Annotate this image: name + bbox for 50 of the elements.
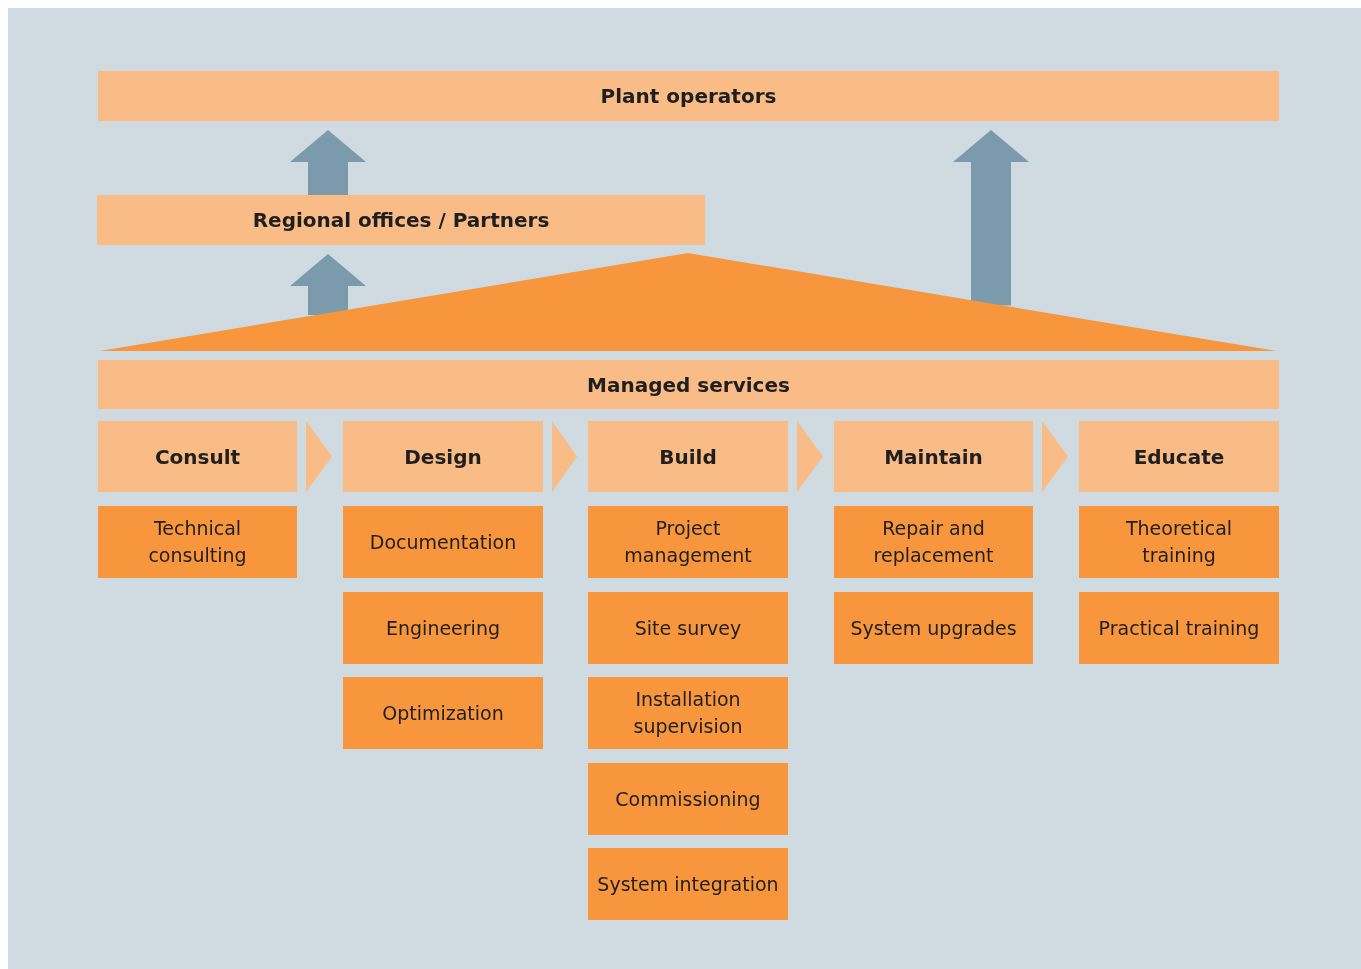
box-label: Regional offices / Partners [252,207,550,234]
box-label: Project management [623,516,753,568]
service-box [834,592,1033,664]
chevron-arrow [552,421,577,492]
box-label: Plant operators [600,83,777,110]
chevron-arrow [797,421,823,492]
box-label: Optimization [382,700,504,726]
box-label: Design [404,443,482,471]
box-label: System upgrades [850,615,1017,641]
box-label: Consult [154,443,241,471]
box-label: Commissioning [615,786,761,812]
box-label: Repair and replacement [872,516,995,568]
box-label: Educate [1133,443,1225,471]
box-label: Theoretical training [1124,516,1234,568]
box-label: Documentation [369,529,517,555]
service-box [588,506,788,578]
header-band [98,71,1279,121]
service-box [834,506,1033,578]
header-band [834,421,1033,492]
box-label: Engineering [386,615,500,641]
service-box [343,506,543,578]
chevron-arrow [306,421,332,492]
service-box [588,848,788,920]
block-arrow [290,254,366,315]
service-box [588,763,788,835]
service-box [1079,592,1279,664]
box-label: Build [659,443,717,471]
chevron-arrow [1042,421,1068,492]
block-arrow [953,130,1029,306]
header-band [98,421,297,492]
service-box [98,506,297,578]
header-band [588,421,788,492]
header-band [97,195,705,245]
service-box [1079,506,1279,578]
box-label: Maintain [884,443,983,471]
header-band [98,360,1279,409]
box-label: System integration [597,871,779,897]
box-label: Installation supervision [632,687,744,739]
service-box [588,677,788,749]
header-band [343,421,543,492]
box-label: Technical consulting [147,516,248,568]
service-box [343,677,543,749]
triangle-shape [100,253,1276,351]
header-band [1079,421,1279,492]
service-box [588,592,788,664]
service-box [343,592,543,664]
box-label: Site survey [634,615,742,641]
block-arrow [290,130,366,195]
box-label: Practical training [1098,615,1260,641]
box-label: Managed services [587,371,790,399]
